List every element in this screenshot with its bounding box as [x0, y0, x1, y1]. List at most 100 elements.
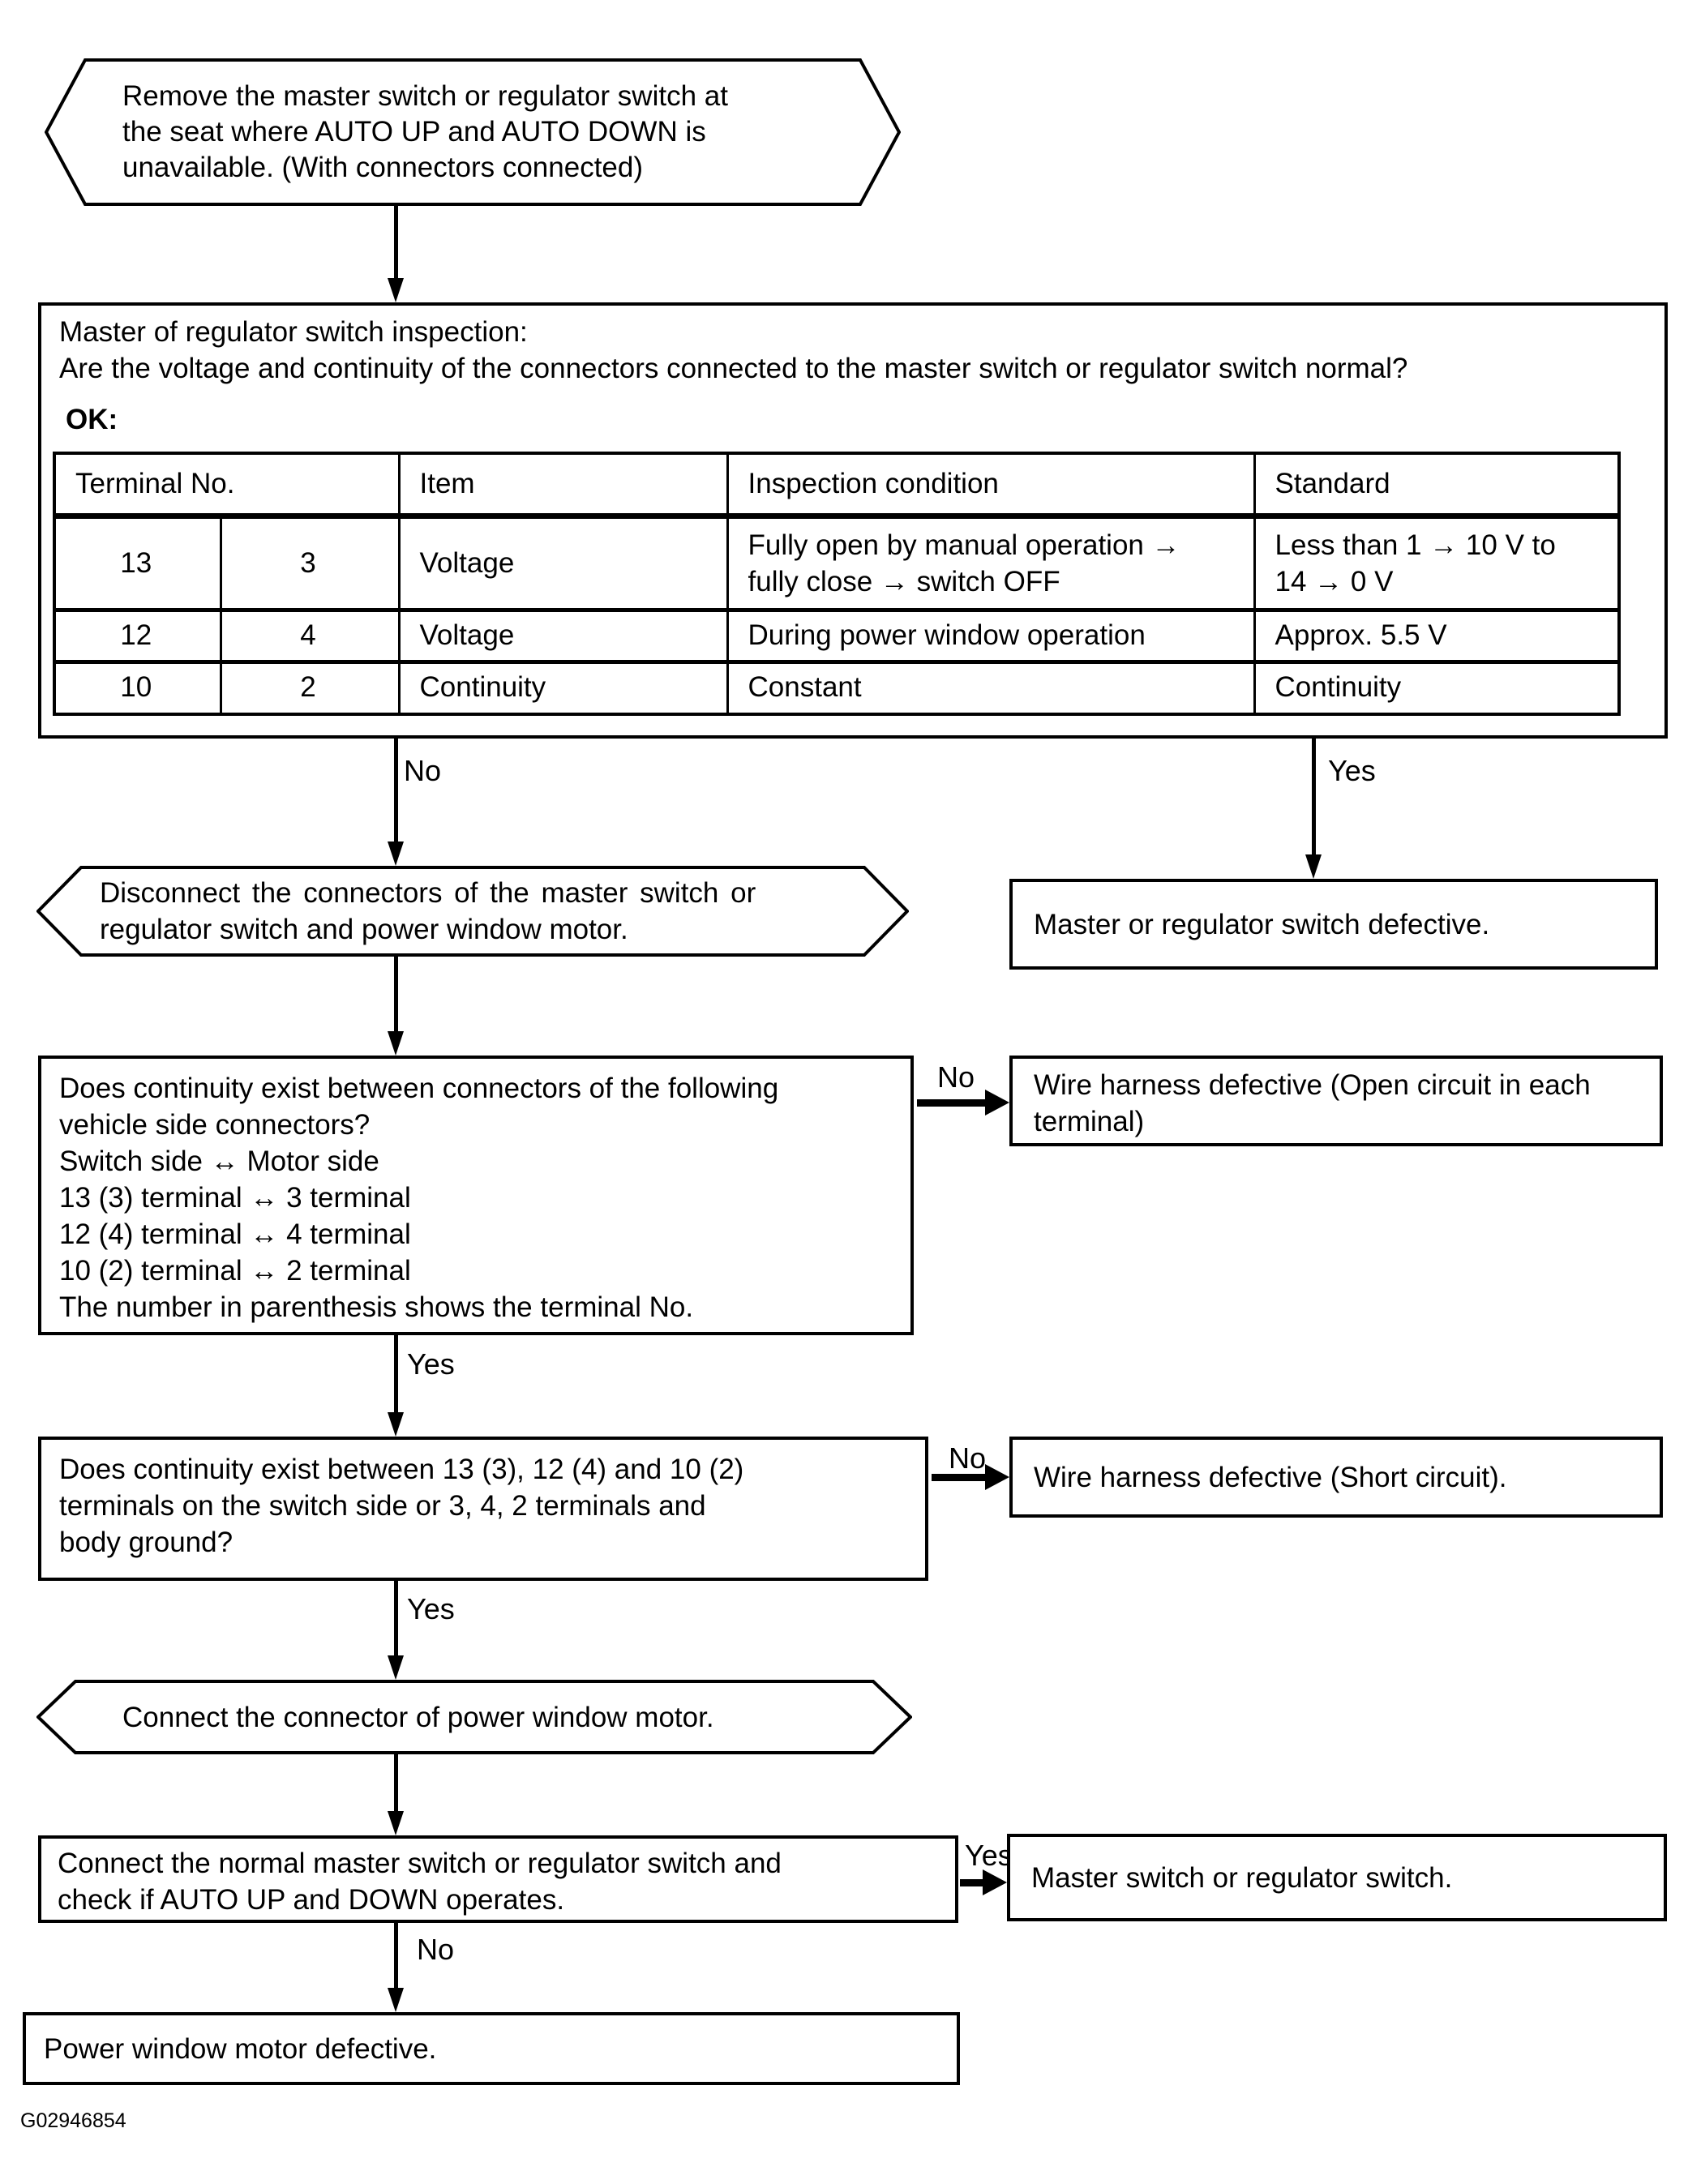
connect-motor-hexagon-text: Connect the connector of power window mo… — [36, 1680, 912, 1754]
arrowhead-right-icon — [983, 1869, 1007, 1895]
cell-terminal-a: 10 — [53, 660, 222, 715]
cell-terminal-b: 2 — [219, 660, 401, 715]
text-line: Fully open by manual operation → — [748, 529, 1180, 561]
connector-inspection-yes — [1312, 739, 1316, 856]
cell-item: Voltage — [397, 608, 729, 663]
arrowhead-right-icon — [985, 1090, 1009, 1116]
arrowhead-down-icon — [1305, 854, 1322, 879]
yes-label: Yes — [965, 1839, 1013, 1872]
master-switch-box: Master switch or regulator switch. — [1007, 1834, 1667, 1921]
yes-label: Yes — [407, 1347, 455, 1381]
no-label: No — [417, 1933, 455, 1966]
start-hexagon: Remove the master switch or regulator sw… — [45, 58, 901, 206]
disconnect-hexagon-text: Disconnect the connectors of the master … — [36, 866, 909, 957]
cell-terminal-a: 12 — [53, 608, 222, 663]
cell-condition: During power window operation — [726, 608, 1256, 663]
arrowhead-down-icon — [388, 1655, 404, 1680]
cell-standard: Approx. 5.5 V — [1253, 608, 1621, 663]
cell-condition: Fully open by manual operation → fully c… — [726, 514, 1256, 611]
continuity-connectors-box: Does continuity exist between connectors… — [38, 1056, 914, 1335]
check-auto-box: Connect the normal master switch or regu… — [38, 1835, 958, 1923]
connector-continuity-yes — [394, 1335, 398, 1414]
connector-continuity-no — [917, 1099, 987, 1107]
cell-terminal-a: 13 — [53, 514, 222, 611]
connector-motor-to-check — [394, 1754, 398, 1813]
text-line: fully close → switch OFF — [748, 566, 1060, 597]
connector-inspection-no — [394, 739, 398, 843]
connector-check-yes — [960, 1879, 984, 1886]
connector-disconnect-to-continuity — [394, 957, 398, 1033]
arrowhead-right-icon — [985, 1464, 1009, 1490]
header-standard: Standard — [1253, 452, 1621, 519]
text-line: Wire harness defective (Open circuit in … — [1034, 1069, 1591, 1101]
text-line: body ground? — [59, 1527, 233, 1558]
inspection-title: Master of regulator switch inspection: — [59, 316, 528, 348]
text-line: unavailable. (With connectors connected) — [122, 152, 644, 183]
no-label: No — [949, 1441, 987, 1475]
text-line: check if AUTO UP and DOWN operates. — [58, 1884, 565, 1916]
cell-terminal-b: 4 — [219, 608, 401, 663]
table-row: 10 2 Continuity Constant Continuity — [53, 660, 1621, 715]
arrowhead-down-icon — [388, 1811, 404, 1835]
text-line: Does continuity exist between connectors… — [59, 1073, 779, 1104]
box-text: Wire harness defective (Short circuit). — [1034, 1461, 1507, 1493]
inspection-question: Are the voltage and continuity of the co… — [59, 353, 1408, 384]
arrowhead-down-icon — [388, 278, 404, 302]
cell-standard: Continuity — [1253, 660, 1621, 715]
table-row: 12 4 Voltage During power window operati… — [53, 608, 1621, 663]
disconnect-hexagon: Disconnect the connectors of the master … — [36, 866, 909, 957]
arrowhead-down-icon — [388, 841, 404, 866]
terminal-spec-table: Terminal No. Item Inspection condition S… — [53, 452, 1622, 716]
table-row: 13 3 Voltage Fully open by manual operat… — [53, 514, 1621, 611]
text-line: Does continuity exist between 13 (3), 12… — [59, 1454, 744, 1485]
connector-check-no — [394, 1923, 398, 1989]
short-circuit-box: Wire harness defective (Short circuit). — [1009, 1437, 1663, 1518]
hexagon-shape — [45, 58, 901, 206]
continuity-ground-box: Does continuity exist between 13 (3), 12… — [38, 1437, 928, 1581]
connect-motor-hexagon: Connect the connector of power window mo… — [36, 1680, 912, 1754]
cell-terminal-b: 3 — [219, 514, 401, 611]
text-line: 12 (4) terminal ↔ 4 terminal — [59, 1218, 411, 1250]
arrowhead-down-icon — [388, 1031, 404, 1056]
no-label: No — [404, 754, 442, 787]
text-line: Connect the connector of power window mo… — [122, 1701, 714, 1733]
yes-label: Yes — [407, 1592, 455, 1625]
table-header-row: Terminal No. Item Inspection condition S… — [53, 452, 1621, 519]
text-line: Connect the normal master switch or regu… — [58, 1848, 782, 1879]
hexagon-shape — [36, 1680, 912, 1754]
cell-item: Voltage — [397, 514, 729, 611]
text-line: the seat where AUTO UP and AUTO DOWN is — [122, 116, 706, 148]
box-text: Master or regulator switch defective. — [1034, 908, 1490, 940]
motor-defective-box: Power window motor defective. — [23, 2012, 960, 2085]
text-line: regulator switch and power window motor. — [100, 914, 628, 945]
text-line: Less than 1 → 10 V to — [1275, 529, 1556, 561]
arrowhead-down-icon — [388, 1412, 404, 1437]
header-condition: Inspection condition — [726, 452, 1256, 519]
connector-ground-yes — [394, 1581, 398, 1657]
text-line: terminals on the switch side or 3, 4, 2 … — [59, 1490, 706, 1522]
text-line: Disconnect the connectors of the master … — [100, 877, 756, 909]
connector-ground-no — [932, 1474, 987, 1481]
hexagon-shape — [36, 866, 909, 957]
header-terminal-no: Terminal No. — [53, 452, 401, 519]
ok-label: OK: — [66, 404, 118, 435]
open-circuit-box: Wire harness defective (Open circuit in … — [1009, 1056, 1663, 1146]
no-label: No — [937, 1060, 975, 1094]
text-line: Switch side ↔ Motor side — [59, 1146, 379, 1177]
cell-item: Continuity — [397, 660, 729, 715]
text-line: 14 → 0 V — [1275, 566, 1394, 597]
arrowhead-down-icon — [388, 1988, 404, 2012]
box-text: Master switch or regulator switch. — [1031, 1861, 1453, 1894]
text-line: terminal) — [1034, 1106, 1145, 1137]
box-text: Power window motor defective. — [44, 2032, 437, 2065]
start-hexagon-text: Remove the master switch or regulator sw… — [45, 58, 901, 206]
inspection-box: Master of regulator switch inspection: A… — [38, 302, 1668, 739]
yes-label: Yes — [1328, 754, 1376, 787]
text-line: Remove the master switch or regulator sw… — [122, 80, 728, 112]
text-line: The number in parenthesis shows the term… — [59, 1291, 694, 1323]
text-line: vehicle side connectors? — [59, 1109, 371, 1141]
switch-defective-box: Master or regulator switch defective. — [1009, 879, 1658, 970]
cell-condition: Constant — [726, 660, 1256, 715]
header-item: Item — [397, 452, 729, 519]
